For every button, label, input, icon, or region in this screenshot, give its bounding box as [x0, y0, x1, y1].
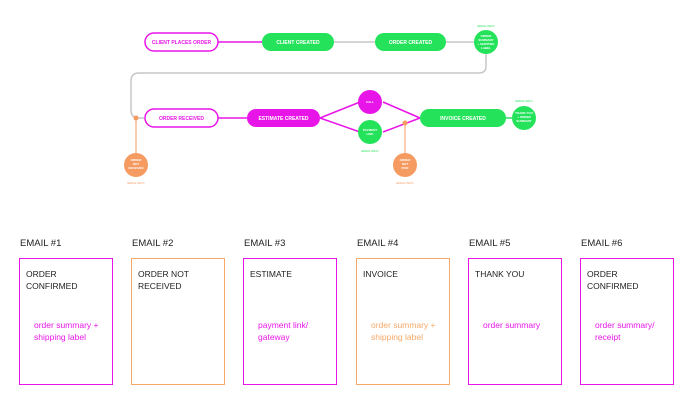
email-title: ORDER CONFIRMED	[26, 269, 78, 291]
email-box: INVOICE order summary + shipping label	[356, 258, 450, 385]
svg-text:INVOICE CREATED: INVOICE CREATED	[440, 116, 486, 122]
svg-text:PAYMENT: PAYMENT	[363, 128, 377, 132]
node-call: CALL	[358, 90, 382, 114]
svg-text:CLIENT PLACES ORDER: CLIENT PLACES ORDER	[152, 40, 212, 46]
email-card-6: EMAIL #6 ORDER CONFIRMED order summary/ …	[580, 238, 676, 385]
email-card-1: EMAIL #1 ORDER CONFIRMED order summary +…	[19, 238, 115, 385]
email-body: order summary/ receipt	[595, 320, 655, 342]
email-title: ORDER CONFIRMED	[587, 269, 639, 291]
email-body: order summary + shipping label	[371, 320, 436, 342]
email-title: THANK YOU	[475, 269, 525, 279]
email-body: order summary	[483, 320, 541, 330]
node-order-not-received: ORDER NOT RECEIVED EMAIL INFO	[124, 153, 148, 185]
email-box: THANK YOU order summary	[468, 258, 562, 385]
email-card-3: EMAIL #3 ESTIMATE payment link/ gateway	[243, 238, 339, 385]
email-body: payment link/ gateway	[258, 320, 309, 342]
email-box: ESTIMATE payment link/ gateway	[243, 258, 337, 385]
svg-text:CALL: CALL	[366, 100, 374, 104]
connector-line	[319, 101, 361, 119]
node-client-places-order: CLIENT PLACES ORDER	[144, 32, 219, 52]
email-label: EMAIL #5	[469, 238, 511, 249]
svg-text:LABEL: LABEL	[481, 46, 491, 50]
svg-text:ESTIMATE CREATED: ESTIMATE CREATED	[258, 116, 308, 122]
connector-lines	[130, 41, 512, 160]
email-card-4: EMAIL #4 INVOICE order summary + shippin…	[356, 238, 452, 385]
svg-text:EMAIL INFO: EMAIL INFO	[128, 181, 146, 185]
email-label: EMAIL #4	[357, 238, 399, 249]
email-label: EMAIL #3	[244, 238, 286, 249]
svg-text:ORDER: ORDER	[481, 34, 493, 38]
email-box: ORDER NOT RECEIVED	[131, 258, 225, 385]
svg-text:SUMMARY: SUMMARY	[516, 119, 531, 123]
svg-text:CLIENT CREATED: CLIENT CREATED	[276, 40, 320, 46]
email-label: EMAIL #2	[132, 238, 174, 249]
node-order-not-paid: ORDER NOT PAID EMAIL INFO	[393, 153, 417, 185]
connector-line	[319, 117, 361, 133]
node-client-created: CLIENT CREATED	[262, 33, 334, 51]
svg-text:ORDER RECEIVED: ORDER RECEIVED	[159, 116, 204, 122]
connector-line	[382, 101, 421, 119]
node-payment-link: PAYMENT LINK EMAIL INFO	[358, 120, 382, 153]
node-thank-you-order-summary: EMAIL INFO THANK YOU + ORDER SUMMARY	[512, 99, 536, 130]
svg-text:+ ORDER: + ORDER	[517, 115, 531, 119]
svg-text:EMAIL INFO: EMAIL INFO	[362, 149, 380, 153]
svg-text:PAID: PAID	[402, 166, 410, 170]
svg-text:ORDER CREATED: ORDER CREATED	[389, 40, 433, 46]
svg-text:ORDER: ORDER	[131, 158, 143, 162]
junction-dot	[402, 120, 408, 126]
svg-text:ORDER: ORDER	[400, 158, 412, 162]
node-order-created: ORDER CREATED	[375, 33, 446, 51]
email-card-2: EMAIL #2 ORDER NOT RECEIVED	[131, 238, 227, 385]
email-title: ORDER NOT RECEIVED	[138, 269, 189, 291]
svg-text:EMAIL INFO: EMAIL INFO	[516, 99, 534, 103]
svg-text:RECEIVED: RECEIVED	[128, 166, 144, 170]
node-estimate-created: ESTIMATE CREATED	[247, 109, 320, 127]
email-title: INVOICE	[363, 269, 398, 279]
node-invoice-created: INVOICE CREATED	[420, 109, 506, 127]
svg-text:THANK YOU: THANK YOU	[515, 111, 533, 115]
email-label: EMAIL #1	[20, 238, 62, 249]
connector-line	[130, 54, 487, 119]
connector-line	[382, 117, 421, 133]
email-label: EMAIL #6	[581, 238, 623, 249]
node-order-received: ORDER RECEIVED	[144, 108, 219, 128]
svg-text:NOT: NOT	[133, 162, 140, 166]
svg-text:SUMMARY: SUMMARY	[478, 38, 493, 42]
node-order-summary-shipping-label: EMAIL INFO ORDER SUMMARY + SHIPPING LABE…	[474, 24, 498, 54]
svg-text:NOT: NOT	[402, 162, 409, 166]
email-title: ESTIMATE	[250, 269, 292, 279]
email-card-5: EMAIL #5 THANK YOU order summary	[468, 238, 564, 385]
order-flow-diagram: CLIENT PLACES ORDER CLIENT CREATED ORDER…	[124, 24, 536, 185]
junction-dot	[133, 115, 139, 121]
svg-text:LINK: LINK	[367, 132, 375, 136]
email-body: order summary + shipping label	[34, 320, 99, 342]
svg-text:+ SHIPPING: + SHIPPING	[478, 42, 496, 46]
svg-text:EMAIL INFO: EMAIL INFO	[478, 24, 496, 28]
svg-text:EMAIL INFO: EMAIL INFO	[397, 181, 415, 185]
email-box: ORDER CONFIRMED order summary + shipping…	[19, 258, 113, 385]
email-box: ORDER CONFIRMED order summary/ receipt	[580, 258, 674, 385]
